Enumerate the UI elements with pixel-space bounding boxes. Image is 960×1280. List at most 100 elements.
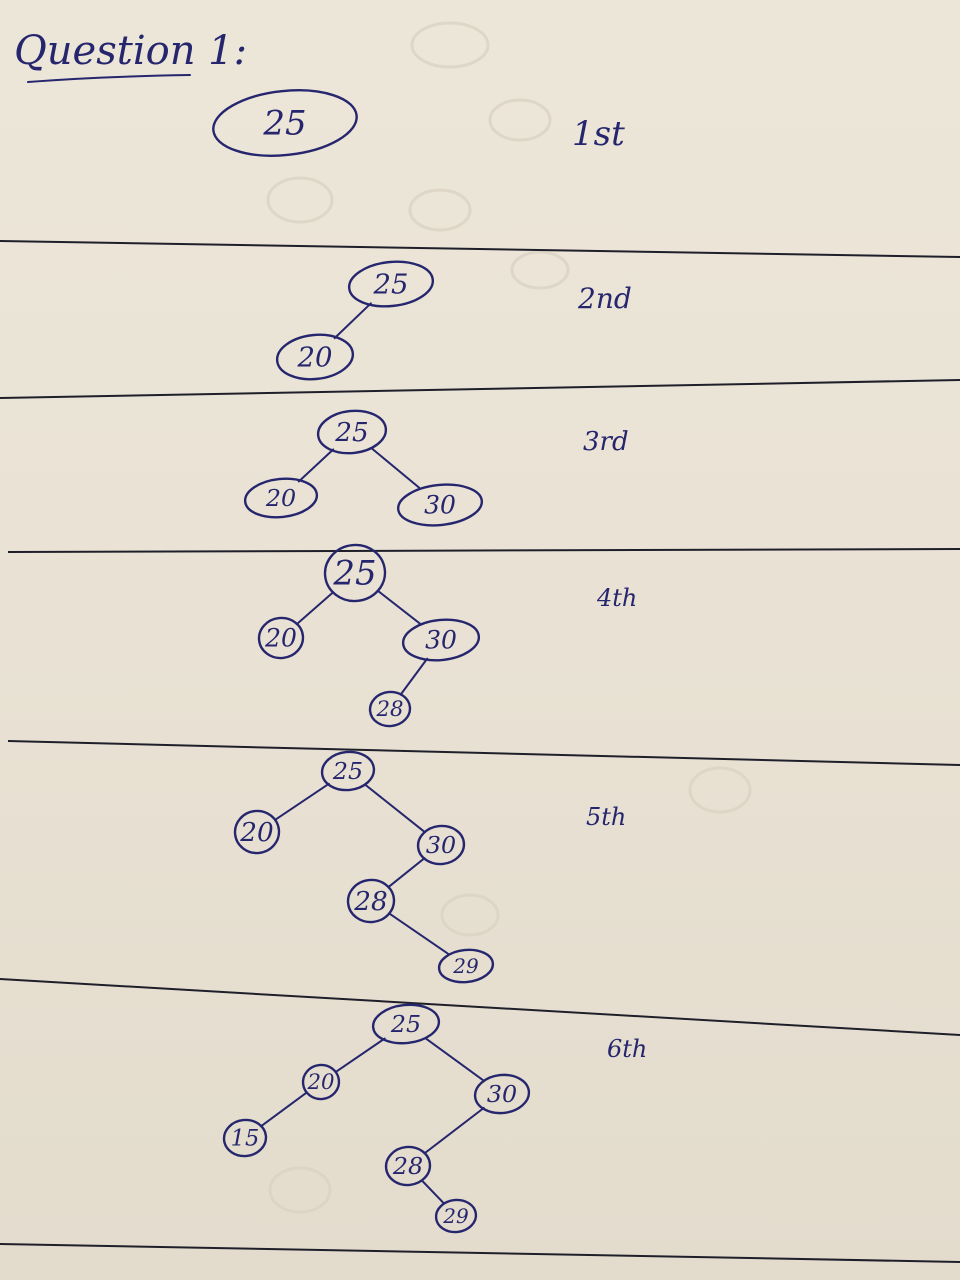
bleed-through-ellipse bbox=[488, 98, 552, 142]
bleed-through-ellipse bbox=[266, 176, 334, 224]
bleed-through-ellipse bbox=[510, 250, 570, 290]
node-value: 25 bbox=[262, 104, 306, 144]
edge-25-20 bbox=[274, 782, 330, 821]
node-value: 30 bbox=[487, 1080, 517, 1108]
divider-line bbox=[0, 978, 960, 1036]
bleed-through-ellipse bbox=[688, 766, 752, 814]
node-20: 20 bbox=[301, 1063, 341, 1101]
node-value: 25 bbox=[373, 268, 409, 300]
divider-line bbox=[0, 240, 960, 258]
tree-step-4: 4th 25 20 30 28 bbox=[257, 543, 637, 728]
node-value: 20 bbox=[239, 818, 273, 848]
edge-30-28 bbox=[387, 857, 426, 889]
edge-25-30 bbox=[425, 1037, 485, 1082]
node-20: 20 bbox=[243, 477, 319, 519]
node-25: 25 bbox=[320, 750, 376, 792]
node-ellipse bbox=[384, 1145, 432, 1187]
edge-25-20 bbox=[295, 591, 335, 626]
node-ellipse bbox=[275, 333, 355, 381]
bleed-through-ellipse bbox=[440, 893, 500, 937]
node-20: 20 bbox=[275, 333, 355, 381]
node-29: 29 bbox=[434, 1198, 478, 1234]
step-label: 3rd bbox=[583, 427, 629, 457]
node-30: 30 bbox=[401, 618, 481, 662]
node-28: 28 bbox=[346, 878, 396, 924]
node-ellipse bbox=[316, 409, 388, 455]
node-ellipse bbox=[416, 824, 466, 866]
node-ellipse bbox=[257, 616, 305, 660]
node-ellipse bbox=[243, 477, 319, 519]
edge-28-29 bbox=[388, 912, 450, 955]
node-30: 30 bbox=[416, 824, 466, 866]
node-value: 20 bbox=[297, 341, 333, 373]
edge-28-29 bbox=[421, 1179, 445, 1205]
node-ellipse bbox=[301, 1063, 341, 1101]
bleed-through-ellipse bbox=[408, 188, 472, 232]
node-25: 25 bbox=[347, 260, 435, 308]
edge-25-20 bbox=[297, 448, 335, 483]
node-value: 15 bbox=[231, 1126, 260, 1152]
node-value: 28 bbox=[353, 887, 387, 917]
node-value: 25 bbox=[334, 418, 368, 448]
node-value: 30 bbox=[424, 491, 456, 520]
divider-line bbox=[7, 548, 960, 553]
tree-step-6: 6th 25 20 15 30 28 29 bbox=[222, 1003, 647, 1234]
edge-25-30 bbox=[377, 589, 421, 625]
node-value: 20 bbox=[306, 1070, 334, 1095]
step-label: 2nd bbox=[577, 282, 632, 315]
node-ellipse bbox=[320, 750, 376, 792]
node-value: 30 bbox=[426, 831, 456, 859]
node-value: 30 bbox=[425, 626, 457, 655]
tree-step-5: 5th 25 20 30 28 29 bbox=[233, 750, 626, 984]
edge-25-30 bbox=[364, 783, 426, 833]
node-value: 29 bbox=[442, 1204, 469, 1228]
edge-20-15 bbox=[259, 1091, 308, 1128]
edge-30-28 bbox=[399, 657, 429, 696]
tree-step-2: 2nd 25 20 bbox=[275, 260, 632, 381]
question-title: Question 1: bbox=[14, 28, 247, 74]
divider-line bbox=[7, 740, 960, 766]
divider-lines bbox=[0, 240, 960, 1263]
node-ellipse bbox=[346, 878, 396, 924]
node-value: 28 bbox=[375, 697, 403, 722]
node-ellipse bbox=[347, 260, 435, 308]
node-value: 25 bbox=[332, 757, 363, 785]
node-30: 30 bbox=[396, 483, 484, 527]
tree-step-3: 3rd 25 20 30 bbox=[243, 409, 629, 527]
node-ellipse bbox=[473, 1073, 531, 1115]
node-29: 29 bbox=[437, 948, 495, 984]
node-value: 20 bbox=[265, 484, 296, 512]
node-value: 29 bbox=[452, 954, 479, 978]
node-ellipse bbox=[212, 89, 358, 157]
step-label: 5th bbox=[586, 803, 626, 831]
bleed-through-ellipse bbox=[268, 1166, 332, 1214]
edge-25-20 bbox=[333, 302, 372, 340]
node-15: 15 bbox=[222, 1118, 268, 1158]
step-label: 6th bbox=[607, 1035, 647, 1063]
node-20: 20 bbox=[257, 616, 305, 660]
node-ellipse bbox=[437, 948, 495, 984]
node-25: 25 bbox=[371, 1003, 441, 1045]
edge-25-30 bbox=[371, 447, 421, 489]
node-20: 20 bbox=[233, 809, 281, 855]
node-28: 28 bbox=[384, 1145, 432, 1187]
node-25: 25 bbox=[212, 89, 358, 157]
node-ellipse bbox=[396, 483, 484, 527]
node-value: 20 bbox=[264, 624, 297, 653]
node-ellipse bbox=[233, 809, 281, 855]
node-value: 25 bbox=[332, 554, 376, 594]
step-label: 4th bbox=[596, 584, 637, 612]
node-ellipse bbox=[222, 1118, 268, 1158]
bleed-through-marks bbox=[266, 21, 752, 1214]
node-25: 25 bbox=[316, 409, 388, 455]
node-value: 28 bbox=[392, 1152, 423, 1180]
divider-line bbox=[0, 379, 960, 399]
node-ellipse bbox=[368, 690, 412, 728]
node-30: 30 bbox=[473, 1073, 531, 1115]
question-heading: Question 1: bbox=[14, 28, 247, 83]
bleed-through-ellipse bbox=[410, 21, 490, 69]
node-28: 28 bbox=[368, 690, 412, 728]
